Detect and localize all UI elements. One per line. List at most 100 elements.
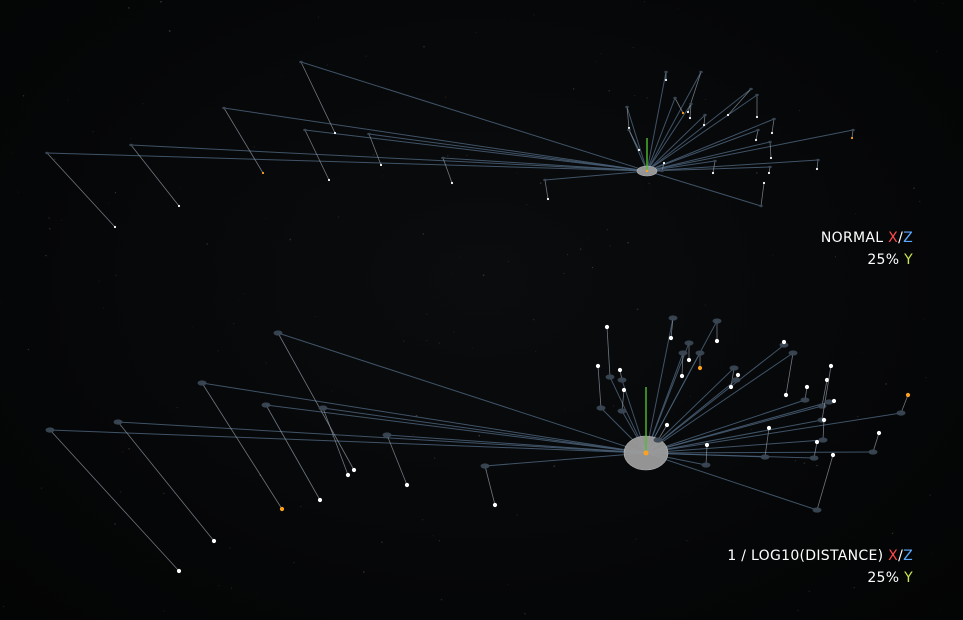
background-star <box>633 94 636 97</box>
background-star <box>891 532 894 535</box>
mode-text: NORMAL <box>820 230 884 246</box>
star-point <box>317 497 323 503</box>
star-link-line <box>626 106 648 172</box>
star-height-line <box>661 162 665 172</box>
star-point <box>876 430 882 436</box>
background-star <box>440 598 443 601</box>
background-star <box>567 254 569 256</box>
star-link-line <box>645 412 902 454</box>
background-star <box>381 541 383 543</box>
background-star <box>508 584 509 586</box>
star-link-line <box>645 352 794 454</box>
background-star <box>256 592 258 594</box>
mode-text: 1 / LOG10(DISTANCE) <box>727 548 884 564</box>
star-point <box>177 204 181 208</box>
star-link-line <box>645 452 818 511</box>
star-point <box>815 167 819 171</box>
star-height-line <box>769 141 772 159</box>
star-link-line <box>645 451 874 454</box>
background-star <box>482 274 485 277</box>
star-height-line <box>689 103 692 119</box>
star-plane-node <box>129 143 133 147</box>
background-star <box>931 553 933 555</box>
background-star <box>648 182 650 185</box>
highlighted-star <box>681 111 685 115</box>
background-star <box>108 202 109 204</box>
background-star <box>553 465 556 467</box>
background-star <box>591 266 594 269</box>
star-point <box>450 181 454 185</box>
background-star <box>760 84 762 86</box>
background-star <box>231 587 233 589</box>
star-plane-node <box>625 105 629 109</box>
background-star <box>646 97 648 99</box>
background-star <box>636 308 639 311</box>
background-star <box>176 407 178 409</box>
star-height-line <box>681 352 684 377</box>
background-star <box>798 110 801 112</box>
background-star <box>572 88 575 90</box>
star-link-line <box>645 320 718 454</box>
star-height-line <box>687 71 702 113</box>
background-star <box>326 64 329 66</box>
background-star <box>451 272 453 274</box>
background-star <box>471 347 473 349</box>
star-point <box>664 422 670 428</box>
star-plane-node <box>713 159 717 163</box>
background-star <box>432 534 434 537</box>
star-plane-node <box>261 402 271 408</box>
star-height-line <box>727 88 752 116</box>
background-star <box>265 362 267 364</box>
background-star <box>40 487 43 490</box>
background-star <box>609 244 612 247</box>
star-plane-node <box>596 405 606 411</box>
background-star <box>629 4 631 6</box>
star-link-line <box>646 71 702 172</box>
star-link-line <box>117 421 647 454</box>
background-star <box>705 98 707 100</box>
star-height-line <box>764 427 770 458</box>
star-plane-node <box>824 399 834 405</box>
y-axis-letter: Y <box>904 570 913 586</box>
star-link-line <box>646 103 692 172</box>
background-star <box>160 0 162 3</box>
background-star <box>73 545 75 547</box>
background-star <box>128 448 130 450</box>
background-star <box>632 541 634 543</box>
star-height-line <box>813 441 818 459</box>
star-height-line <box>712 160 716 174</box>
background-star <box>478 434 480 437</box>
star-height-line <box>703 114 706 126</box>
background-star <box>914 0 916 2</box>
background-star <box>114 523 116 525</box>
star-height-line <box>277 332 355 471</box>
star-plane-node <box>817 403 827 409</box>
background-star <box>627 241 629 244</box>
star-point <box>814 439 820 445</box>
star-plane-node <box>703 113 707 117</box>
star-height-line <box>730 367 735 388</box>
background-star <box>929 494 932 497</box>
background-star <box>163 610 165 612</box>
star-plane-node <box>303 128 307 132</box>
background-star <box>508 260 510 262</box>
background-star <box>423 45 425 48</box>
background-star <box>281 76 283 78</box>
star-plane-node <box>480 463 490 469</box>
background-star <box>426 340 428 342</box>
star-point <box>662 161 666 165</box>
background-star <box>412 433 414 436</box>
star-point <box>617 367 623 373</box>
background-star <box>913 187 915 190</box>
background-star <box>102 307 104 309</box>
background-star <box>365 55 367 57</box>
background-star <box>444 96 447 98</box>
star-height-line <box>705 444 708 466</box>
star-point <box>351 467 357 473</box>
background-star <box>27 348 30 351</box>
star-point <box>492 502 498 508</box>
star-plane-node <box>382 432 392 438</box>
star-point <box>804 384 810 390</box>
